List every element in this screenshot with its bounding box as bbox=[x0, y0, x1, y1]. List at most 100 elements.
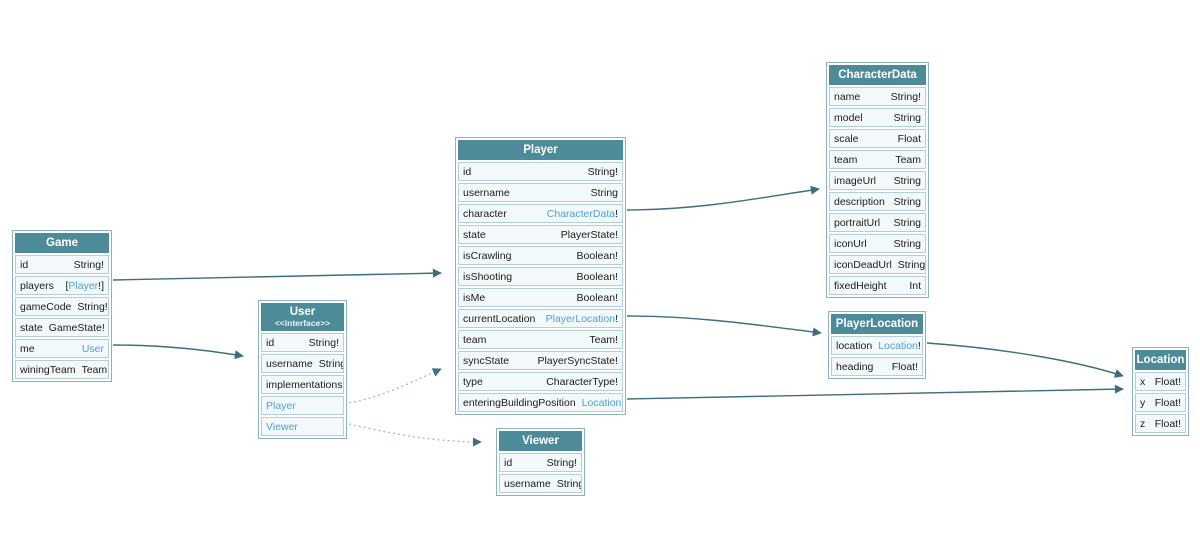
field-name: id bbox=[20, 258, 29, 271]
field-name: type bbox=[463, 375, 483, 388]
edge-user-player-to-player bbox=[348, 368, 442, 404]
field-type: PlayerSyncState! bbox=[537, 354, 618, 367]
field-name: gameCode bbox=[20, 300, 72, 313]
field-name: heading bbox=[836, 360, 874, 373]
field-name: enteringBuildingPosition bbox=[463, 396, 576, 409]
field-type: String! bbox=[308, 336, 339, 349]
field-name: isMe bbox=[463, 291, 486, 304]
table-title: User bbox=[289, 306, 316, 318]
row-player-syncState[interactable]: syncState PlayerSyncState! bbox=[458, 351, 623, 370]
row-characterdata-team[interactable]: team Team bbox=[829, 150, 926, 169]
field-name: id bbox=[266, 336, 275, 349]
type-link[interactable]: Location bbox=[878, 339, 918, 352]
row-user-Viewer[interactable]: Viewer bbox=[261, 417, 344, 436]
field-type: String! bbox=[77, 300, 108, 313]
row-game-players[interactable]: players[Player!] bbox=[15, 276, 109, 295]
field-type: String bbox=[318, 357, 344, 370]
type-link[interactable]: Player bbox=[68, 279, 99, 292]
field-type: User bbox=[82, 343, 104, 355]
table-header-playerlocation[interactable]: PlayerLocation bbox=[831, 314, 923, 334]
field-name: iconUrl bbox=[834, 237, 867, 250]
type-link[interactable]: User bbox=[81, 342, 104, 355]
table-header-player[interactable]: Player bbox=[458, 140, 623, 160]
table-header-user[interactable]: User<<interface>> bbox=[261, 303, 344, 331]
table-title: PlayerLocation bbox=[835, 317, 919, 330]
field-name: me bbox=[20, 342, 35, 355]
implementation-link[interactable]: Player bbox=[266, 399, 296, 412]
row-player-enteringBuildingPosition[interactable]: enteringBuildingPosition Location bbox=[458, 393, 623, 412]
row-user-implementations[interactable]: implementations bbox=[261, 375, 344, 394]
row-user-Player[interactable]: Player bbox=[261, 396, 344, 415]
type-suffix: ! bbox=[615, 207, 618, 220]
edge-player-enteringbuildingposition-to-location bbox=[626, 384, 1124, 400]
row-game-me[interactable]: me User bbox=[15, 339, 109, 358]
section-label: implementations bbox=[266, 378, 343, 391]
type-link[interactable]: PlayerLocation bbox=[545, 312, 616, 325]
field-type: Float! bbox=[1154, 375, 1181, 388]
field-name: team bbox=[834, 153, 858, 166]
table-header-location[interactable]: Location bbox=[1135, 350, 1186, 370]
field-type: String bbox=[893, 216, 921, 229]
field-name: username bbox=[504, 477, 551, 490]
type-link[interactable]: CharacterData bbox=[546, 207, 616, 220]
field-type: Int bbox=[909, 279, 921, 292]
field-name: currentLocation bbox=[463, 312, 536, 325]
row-viewer-username[interactable]: username String bbox=[499, 474, 582, 493]
field-name: syncState bbox=[463, 354, 510, 367]
table-header-game[interactable]: Game bbox=[15, 233, 109, 253]
row-player-type[interactable]: type CharacterType! bbox=[458, 372, 623, 391]
row-game-gameCode[interactable]: gameCode String! bbox=[15, 297, 109, 316]
table-subtitle: <<interface>> bbox=[274, 317, 331, 328]
field-name: players bbox=[20, 279, 54, 292]
field-type: PlayerState! bbox=[560, 228, 618, 241]
field-name: state bbox=[20, 321, 43, 334]
field-name: z bbox=[1140, 417, 1146, 430]
type-prefix: [ bbox=[65, 279, 69, 292]
edge-player-character-to-characterdata bbox=[626, 185, 820, 211]
field-type: Team bbox=[895, 153, 921, 166]
implementation-link[interactable]: Viewer bbox=[266, 420, 298, 433]
type-link[interactable]: Location bbox=[581, 396, 622, 409]
table-title: Player bbox=[523, 143, 558, 156]
table-header-viewer[interactable]: Viewer bbox=[499, 431, 582, 451]
field-type: String bbox=[556, 477, 582, 490]
field-type: CharacterType! bbox=[546, 375, 618, 388]
row-user-id[interactable]: id String! bbox=[261, 333, 344, 352]
edge-user-viewer-to-viewer bbox=[348, 423, 482, 447]
table-title: CharacterData bbox=[838, 68, 917, 81]
field-name: scale bbox=[834, 132, 859, 145]
field-type: String bbox=[893, 195, 921, 208]
table-header-characterdata[interactable]: CharacterData bbox=[829, 65, 926, 85]
table-title: Location bbox=[1136, 353, 1185, 366]
